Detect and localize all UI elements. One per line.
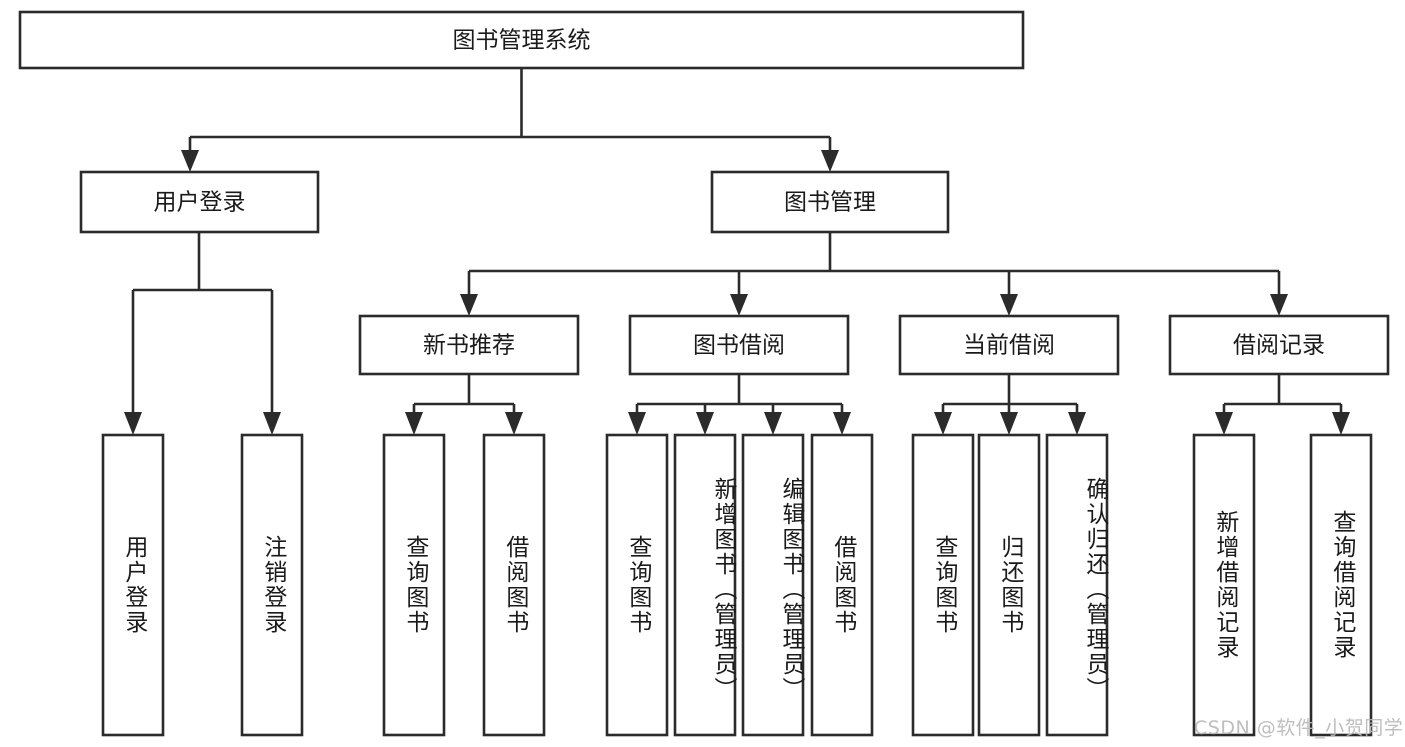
leaf-edit-book-box[interactable]	[741, 433, 805, 737]
arrow-to-book-manage	[821, 150, 839, 172]
leaf-query-record-box[interactable]	[1309, 433, 1373, 737]
node-current-borrow[interactable]: 当前借阅	[898, 314, 1120, 376]
node-book-manage-box[interactable]	[710, 170, 950, 234]
arrow-to-leaf-add-record	[1215, 412, 1233, 435]
node-borrow-record[interactable]: 借阅记录	[1168, 314, 1390, 376]
node-book-borrow-box[interactable]	[628, 314, 850, 376]
arrow-to-leaf-logout	[263, 412, 281, 435]
node-user-login-label: 用户登录	[154, 190, 246, 216]
node-root-box[interactable]	[18, 10, 1025, 70]
leaf-confirm-return-box[interactable]	[1045, 433, 1109, 737]
node-borrow-record-box[interactable]	[1168, 314, 1390, 376]
node-book-manage[interactable]: 图书管理	[710, 170, 950, 234]
arrow-to-book-borrow	[730, 294, 748, 316]
node-user-login[interactable]: 用户登录	[79, 170, 320, 234]
node-new-book-recommend[interactable]: 新书推荐	[358, 314, 580, 376]
leaf-query-book-1-box[interactable]	[382, 433, 446, 737]
node-new-book-recommend-box[interactable]	[358, 314, 580, 376]
node-root[interactable]: 图书管理系统	[18, 10, 1025, 70]
leaf-box-layer	[101, 433, 1373, 737]
arrow-to-user-login	[181, 150, 199, 172]
leaf-add-book-box[interactable]	[673, 433, 737, 737]
connector-new-book-bus	[412, 374, 516, 418]
arrow-to-leaf-query-book-2	[628, 412, 646, 435]
arrow-to-leaf-user-login	[124, 412, 142, 435]
connector-book-manage-bus	[467, 232, 1281, 300]
arrow-to-leaf-query-book-3	[934, 412, 952, 435]
leaf-borrow-book-2-box[interactable]	[810, 433, 874, 737]
node-book-manage-label: 图书管理	[784, 190, 876, 216]
arrow-to-leaf-edit-book	[764, 412, 782, 435]
arrow-to-leaf-confirm-return	[1068, 412, 1086, 435]
leaf-user-login-box[interactable]	[101, 433, 165, 737]
leaf-return-book-box[interactable]	[977, 433, 1041, 737]
leaf-query-book-2-box[interactable]	[605, 433, 669, 737]
node-book-borrow[interactable]: 图书借阅	[628, 314, 850, 376]
arrow-to-leaf-query-record	[1332, 412, 1350, 435]
node-root-label: 图书管理系统	[453, 28, 591, 54]
arrow-to-leaf-borrow-book-2	[833, 412, 851, 435]
node-new-book-recommend-label: 新书推荐	[423, 333, 515, 359]
arrow-to-borrow-record	[1270, 294, 1288, 316]
arrow-to-leaf-return-book	[1000, 412, 1018, 435]
connector-current-borrow-bus	[941, 374, 1079, 418]
leaf-query-book-3-box[interactable]	[911, 433, 975, 737]
node-current-borrow-label: 当前借阅	[963, 333, 1055, 359]
leaf-logout-box[interactable]	[240, 433, 304, 737]
node-current-borrow-box[interactable]	[898, 314, 1120, 376]
connector-user-login-bus	[131, 232, 274, 418]
arrow-to-current-borrow	[1000, 294, 1018, 316]
connector-borrow-record-bus	[1222, 374, 1343, 418]
leaf-borrow-book-1-box[interactable]	[482, 433, 546, 737]
connector-layer	[124, 68, 1350, 435]
leaf-add-record-box[interactable]	[1192, 433, 1256, 737]
node-book-borrow-label: 图书借阅	[693, 333, 785, 359]
arrow-to-new-book-recommend	[460, 294, 478, 316]
node-borrow-record-label: 借阅记录	[1233, 333, 1325, 359]
arrow-to-leaf-add-book	[696, 412, 714, 435]
node-user-login-box[interactable]	[79, 170, 320, 234]
arrow-to-leaf-query-book-1	[405, 412, 423, 435]
arrow-to-leaf-borrow-book-1	[505, 412, 523, 435]
connector-book-borrow-bus	[635, 374, 844, 418]
connector-root-bus	[188, 68, 832, 156]
